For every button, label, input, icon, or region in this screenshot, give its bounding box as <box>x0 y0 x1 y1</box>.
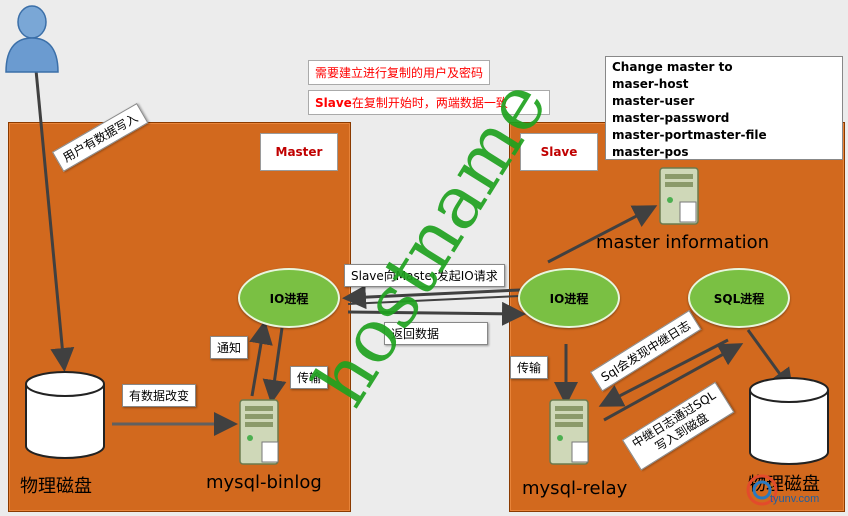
command-line: master-pos <box>612 145 689 159</box>
master-transfer-label: 传输 <box>290 366 329 389</box>
user-icon <box>5 5 59 73</box>
slave-transfer-label: 传输 <box>510 356 549 379</box>
notify-label: 通知 <box>210 336 249 359</box>
binlog-server-icon <box>239 399 279 465</box>
io-transfer-arrow <box>262 327 287 404</box>
return-data-label: 返回数据 <box>384 322 488 345</box>
master-information-label: master information <box>596 232 770 253</box>
command-line: maser-host <box>612 77 689 91</box>
logo-text: tyunv.com <box>770 493 819 505</box>
master-disk-icon <box>25 371 105 459</box>
note-consistency-text: 在复制开始时，两端数据一致 <box>351 96 508 110</box>
site-logo: tyunv.com <box>746 474 819 506</box>
command-line: master-user <box>612 94 695 108</box>
user-to-disk-arrow <box>34 69 75 372</box>
note-consistency-prefix: Slave <box>315 96 352 110</box>
io-request-label: Slave向Master发起IO请求 <box>344 264 505 287</box>
master-io-process: IO进程 <box>238 268 340 328</box>
relay-label: mysql-relay <box>522 478 628 499</box>
slave-disk-label: 物理磁盘 <box>748 474 820 495</box>
change-master-command-box: Change master to maser-host master-user … <box>605 56 843 160</box>
binlog-label: mysql-binlog <box>206 472 322 493</box>
master-title: Master <box>260 133 338 171</box>
master-info-server-icon <box>659 167 699 225</box>
command-line: Change master to <box>612 60 733 74</box>
data-change-label: 有数据改变 <box>122 384 197 407</box>
slave-title: Slave <box>520 133 598 171</box>
binlog-notify-arrow <box>249 320 273 397</box>
sql-to-relay-arrow <box>598 338 729 407</box>
relay-to-sql-arrow <box>603 343 744 422</box>
request-arrow <box>342 285 521 310</box>
note-create-user: 需要建立进行复制的用户及密码 <box>308 60 491 85</box>
note-consistency: Slave在复制开始时，两端数据一致 <box>308 90 550 115</box>
return-arrow <box>347 301 526 326</box>
relay-server-icon <box>549 399 589 465</box>
master-disk-label: 物理磁盘 <box>20 476 92 497</box>
command-line: master-password <box>612 111 730 125</box>
command-line: master-portmaster-file <box>612 128 767 142</box>
slave-disk-icon <box>749 377 829 465</box>
slave-sql-process: SQL进程 <box>688 268 790 328</box>
slave-io-process: IO进程 <box>518 268 620 328</box>
io-to-info-arrow <box>547 205 658 264</box>
